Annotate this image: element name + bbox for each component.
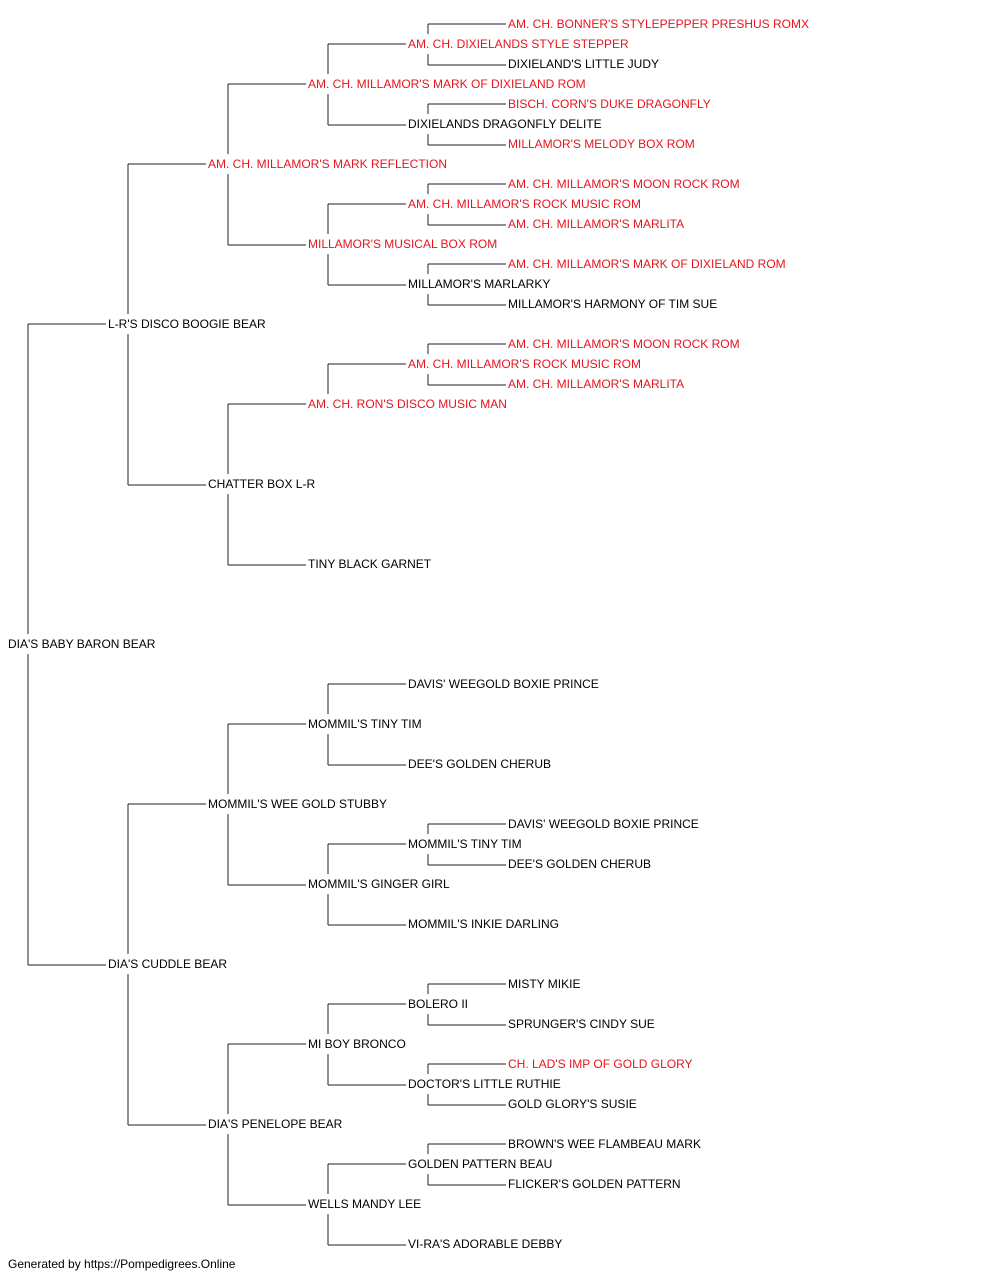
sire-name-gen5: DAVIS' WEEGOLD BOXIE PRINCE bbox=[508, 817, 699, 831]
sire-name-gen5: AM. CH. MILLAMOR'S MARK OF DIXIELAND ROM bbox=[508, 257, 786, 271]
dam-name-gen4: MOMMIL'S INKIE DARLING bbox=[408, 917, 559, 931]
dam-name-gen5: GOLD GLORY'S SUSIE bbox=[508, 1097, 637, 1111]
sire-name-gen4: MOMMIL'S TINY TIM bbox=[408, 837, 522, 851]
dam-name-gen3: MILLAMOR'S MUSICAL BOX ROM bbox=[308, 237, 498, 251]
sire-name-gen3: MOMMIL'S TINY TIM bbox=[308, 717, 422, 731]
dam-name-gen2: CHATTER BOX L-R bbox=[208, 477, 316, 491]
dam-name-gen4: DIXIELANDS DRAGONFLY DELITE bbox=[408, 117, 602, 131]
dam-name-gen5: FLICKER'S GOLDEN PATTERN bbox=[508, 1177, 681, 1191]
dam-name-gen3: WELLS MANDY LEE bbox=[308, 1197, 422, 1211]
dam-name-gen5: DIXIELAND'S LITTLE JUDY bbox=[508, 57, 659, 71]
sire-name-gen5: CH. LAD'S IMP OF GOLD GLORY bbox=[508, 1057, 693, 1071]
sire-name-gen4: AM. CH. MILLAMOR'S ROCK MUSIC ROM bbox=[408, 197, 641, 211]
sire-name-gen2: AM. CH. MILLAMOR'S MARK REFLECTION bbox=[208, 157, 447, 171]
sire-name-gen4: AM. CH. DIXIELANDS STYLE STEPPER bbox=[408, 37, 629, 51]
sire-name-gen3: AM. CH. RON'S DISCO MUSIC MAN bbox=[308, 397, 507, 411]
dam-name-gen3: TINY BLACK GARNET bbox=[308, 557, 432, 571]
dam-name-gen5: AM. CH. MILLAMOR'S MARLITA bbox=[508, 217, 685, 231]
sire-name-gen5: AM. CH. MILLAMOR'S MOON ROCK ROM bbox=[508, 177, 740, 191]
sire-name-gen5: MISTY MIKIE bbox=[508, 977, 581, 991]
dam-name-gen5: MILLAMOR'S MELODY BOX ROM bbox=[508, 137, 695, 151]
sire-name-gen4: GOLDEN PATTERN BEAU bbox=[408, 1157, 553, 1171]
sire-name-gen4: AM. CH. MILLAMOR'S ROCK MUSIC ROM bbox=[408, 357, 641, 371]
dam-name-gen4: DOCTOR'S LITTLE RUTHIE bbox=[408, 1077, 561, 1091]
sire-name-gen4: BOLERO II bbox=[408, 997, 469, 1011]
dam-name-gen3: MOMMIL'S GINGER GIRL bbox=[308, 877, 450, 891]
sire-name-gen5: AM. CH. MILLAMOR'S MOON ROCK ROM bbox=[508, 337, 740, 351]
dam-name-gen5: DEE'S GOLDEN CHERUB bbox=[508, 857, 651, 871]
dam-name-gen5: AM. CH. MILLAMOR'S MARLITA bbox=[508, 377, 685, 391]
dam-name-gen2: DIA'S PENELOPE BEAR bbox=[208, 1117, 343, 1131]
sire-name-gen3: MI BOY BRONCO bbox=[308, 1037, 406, 1051]
generated-by-footer: Generated by https://Pompedigrees.Online bbox=[8, 1257, 236, 1271]
sire-name-gen5: BROWN'S WEE FLAMBEAU MARK bbox=[508, 1137, 701, 1151]
dam-name-gen1: DIA'S CUDDLE BEAR bbox=[108, 957, 227, 971]
dam-name-gen4: VI-RA'S ADORABLE DEBBY bbox=[408, 1237, 563, 1251]
sire-name-gen5: AM. CH. BONNER'S STYLEPEPPER PRESHUS ROM… bbox=[508, 17, 810, 31]
dam-name-gen5: SPRUNGER'S CINDY SUE bbox=[508, 1017, 655, 1031]
dam-name-gen4: DEE'S GOLDEN CHERUB bbox=[408, 757, 551, 771]
sire-name-gen5: BISCH. CORN'S DUKE DRAGONFLY bbox=[508, 97, 711, 111]
subject-dog-name: DIA'S BABY BARON BEAR bbox=[8, 637, 156, 651]
sire-name-gen1: L-R'S DISCO BOOGIE BEAR bbox=[108, 317, 266, 331]
sire-name-gen4: DAVIS' WEEGOLD BOXIE PRINCE bbox=[408, 677, 599, 691]
dam-name-gen5: MILLAMOR'S HARMONY OF TIM SUE bbox=[508, 297, 718, 311]
sire-name-gen2: MOMMIL'S WEE GOLD STUBBY bbox=[208, 797, 387, 811]
sire-name-gen3: AM. CH. MILLAMOR'S MARK OF DIXIELAND ROM bbox=[308, 77, 586, 91]
dam-name-gen4: MILLAMOR'S MARLARKY bbox=[408, 277, 551, 291]
